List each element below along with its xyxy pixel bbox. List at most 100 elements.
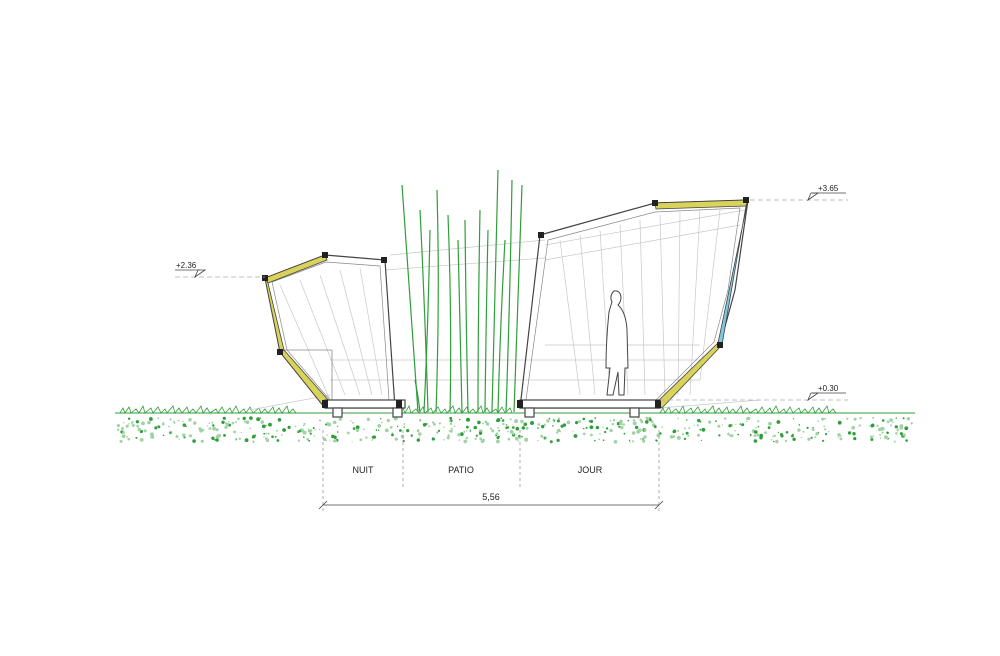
- level-label-left: +2.36: [176, 261, 197, 270]
- soil-dot: [757, 420, 760, 423]
- soil-dot: [228, 421, 230, 423]
- soil-dot: [406, 429, 410, 433]
- soil-dot: [734, 430, 736, 432]
- soil-dot: [126, 436, 128, 438]
- soil-dot: [418, 432, 422, 436]
- soil-dot: [759, 436, 763, 440]
- soil-dot: [659, 432, 662, 435]
- soil-dot: [238, 437, 241, 440]
- soil-dot: [352, 422, 354, 424]
- soil-dot: [127, 417, 131, 420]
- soil-dot: [859, 416, 862, 420]
- soil-dot: [589, 425, 594, 430]
- level-marker-right-top: +3.65: [750, 184, 848, 202]
- soil-dot: [302, 424, 305, 427]
- soil-dot: [302, 430, 307, 435]
- soil-dot: [333, 439, 337, 443]
- soil-dot: [775, 439, 779, 444]
- soil-dot: [298, 429, 302, 433]
- soil-dot: [870, 438, 874, 441]
- soil-dot: [403, 426, 405, 428]
- soil-dot: [852, 432, 856, 436]
- soil-dot: [478, 431, 483, 435]
- soil-dot: [872, 435, 875, 437]
- soil-dot: [828, 430, 830, 433]
- soil-dot: [509, 418, 512, 421]
- soil-dot: [870, 424, 874, 428]
- soil-dot: [672, 429, 677, 433]
- soil-dot: [512, 433, 515, 436]
- soil-dot: [121, 427, 124, 430]
- soil-dot: [365, 436, 368, 439]
- soil-dot: [700, 439, 702, 441]
- soil-dot: [149, 417, 153, 421]
- soil-dot: [428, 425, 431, 428]
- soil-dot: [556, 431, 559, 434]
- soil-dot: [162, 434, 165, 437]
- soil-dot: [556, 419, 560, 423]
- soil-dot: [136, 424, 140, 428]
- soil-dot: [609, 419, 612, 422]
- soil-dot: [895, 432, 898, 435]
- soil-dot: [754, 430, 758, 434]
- soil-dot: [683, 437, 687, 440]
- soil-dot: [906, 417, 910, 421]
- soil-dot: [515, 418, 518, 421]
- soil-dot: [639, 438, 642, 440]
- soil-dot: [260, 420, 264, 424]
- soil-dot: [645, 420, 649, 424]
- soil-dot: [560, 424, 564, 428]
- soil-dot: [552, 425, 554, 427]
- soil-dot: [598, 438, 601, 441]
- soil-dot: [853, 417, 857, 421]
- soil-dot: [889, 418, 893, 422]
- soil-dot: [699, 428, 702, 431]
- soil-dot: [224, 425, 228, 429]
- soil-dot: [399, 429, 402, 432]
- soil-dot: [822, 439, 825, 442]
- soil-dot: [259, 417, 261, 419]
- soil-dot: [894, 425, 898, 429]
- soil-dot: [557, 417, 561, 420]
- soil-dot: [500, 417, 503, 420]
- soil-dot: [450, 427, 453, 430]
- soil-dot: [661, 426, 663, 428]
- soil-dot: [520, 419, 524, 424]
- soil-dot: [336, 431, 339, 433]
- soil-dot: [127, 423, 130, 425]
- soil-dot: [628, 439, 631, 442]
- soil-dot: [416, 429, 420, 433]
- soil-dot: [773, 440, 775, 443]
- soil-dot: [572, 431, 574, 433]
- soil-dot: [362, 428, 365, 431]
- person-silhouette: [605, 290, 629, 396]
- soil-dot: [537, 423, 541, 426]
- soil-dot: [869, 435, 873, 439]
- soil-dot: [739, 423, 742, 425]
- soil-dot: [768, 421, 772, 426]
- soil-dot: [350, 420, 352, 422]
- soil-dot: [351, 441, 353, 443]
- soil-dot: [509, 430, 514, 434]
- soil-dot: [355, 425, 360, 430]
- soil-dot: [643, 435, 647, 439]
- soil-dot: [507, 430, 509, 433]
- soil-dot: [902, 417, 905, 420]
- soil-dot: [265, 432, 268, 435]
- soil-dot: [730, 434, 734, 438]
- soil-dot: [817, 420, 820, 422]
- soil-dot: [896, 429, 899, 432]
- soil-dot: [512, 426, 515, 429]
- soil-dot: [132, 425, 135, 428]
- soil-dot: [141, 421, 145, 426]
- soil-dot: [458, 439, 461, 441]
- soil-dot: [418, 436, 420, 439]
- soil-dot: [582, 417, 586, 421]
- soil-dot: [276, 429, 279, 432]
- soil-dot: [233, 430, 237, 434]
- soil-dot: [223, 434, 226, 437]
- soil-dot: [880, 426, 885, 431]
- soil-dot: [240, 431, 243, 434]
- soil-dot: [741, 423, 745, 427]
- soil-dot: [157, 425, 160, 428]
